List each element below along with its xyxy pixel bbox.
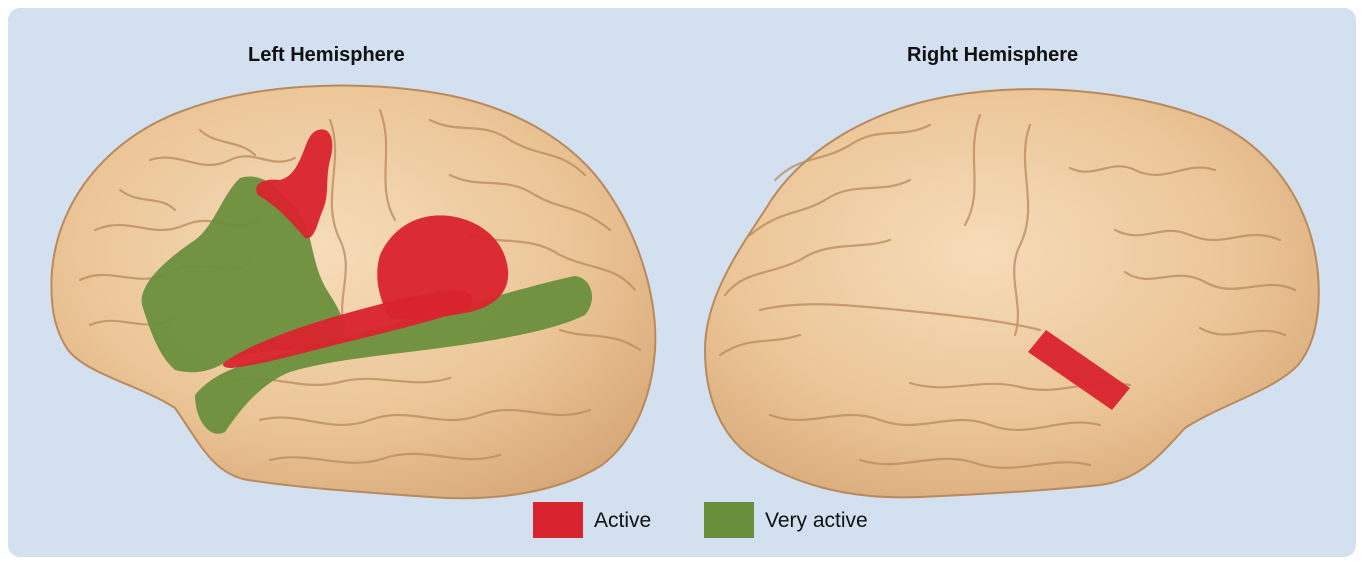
right-brain <box>705 89 1319 497</box>
right-hemisphere-title: Right Hemisphere <box>907 44 1078 67</box>
legend-label-active: Active <box>594 509 651 533</box>
legend-label-very-active: Very active <box>765 509 868 533</box>
left-brain <box>51 86 655 499</box>
legend-swatch-active <box>533 502 583 538</box>
left-hemisphere-title: Left Hemisphere <box>248 44 405 67</box>
right-brain-outline <box>705 89 1319 497</box>
legend-swatch-very-active <box>704 502 754 538</box>
